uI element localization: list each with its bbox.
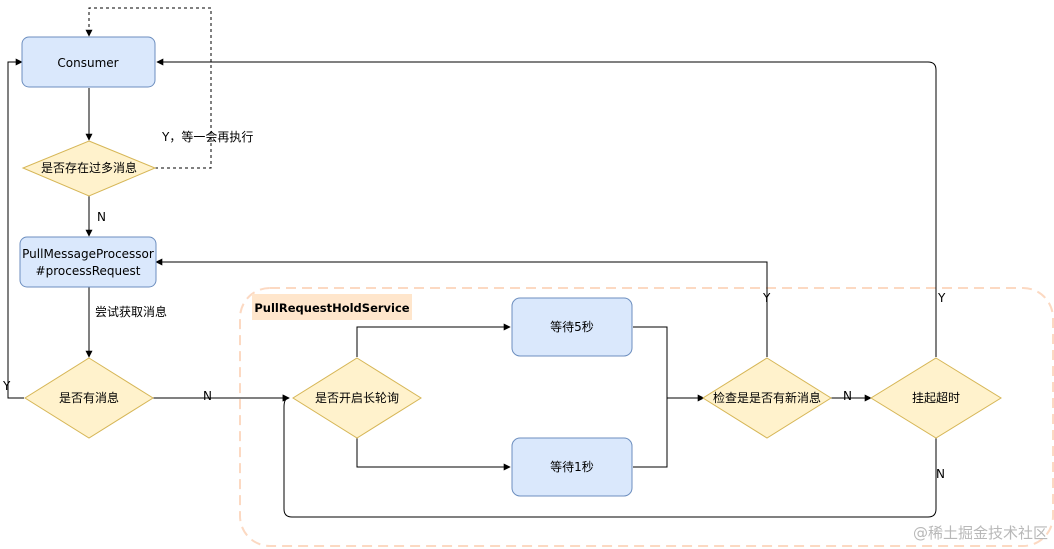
edge-wait5-to-check <box>633 326 705 402</box>
wait-5s-node <box>511 297 633 357</box>
long-polling-label: 是否开启长轮询 <box>315 391 399 405</box>
wait-5s-label: 等待5秒 <box>550 320 594 334</box>
consumer-label: Consumer <box>57 56 118 70</box>
edge-label-n-timeout: N <box>936 467 945 481</box>
edge-label-y-left: Y <box>2 379 11 393</box>
long-polling-decision <box>292 357 422 439</box>
wait-1s-label: 等待1秒 <box>550 460 594 474</box>
edge-label-n3: N <box>843 389 852 403</box>
consumer-node <box>21 36 156 88</box>
edge-polling-to-wait1 <box>356 438 511 471</box>
edge-timeout-yes <box>156 58 937 357</box>
processor-label-line2: #processRequest <box>36 264 141 278</box>
suspend-timeout-decision <box>870 357 1002 439</box>
edge-label-y-timeout: Y <box>937 291 946 305</box>
too-many-messages-decision <box>21 140 157 197</box>
edge-label-try-fetch: 尝试获取消息 <box>95 304 167 319</box>
pull-request-hold-service-region <box>239 287 1054 547</box>
edge-timeout-no <box>282 394 937 518</box>
check-new-message-label: 检查是是否有新消息 <box>713 390 821 405</box>
check-new-message-decision <box>702 357 832 439</box>
edge-polling-to-wait5 <box>356 323 511 357</box>
too-many-messages-label: 是否存在过多消息 <box>41 160 137 175</box>
edge-label-n1: N <box>97 210 106 224</box>
suspend-timeout-label: 挂起超时 <box>912 390 960 405</box>
edge-dashed-retry <box>85 7 212 169</box>
edge-wait1-to-check <box>633 398 668 468</box>
edge-label-n2: N <box>203 389 212 403</box>
edge-label-wait-retry: Y，等一会再执行 <box>161 130 253 144</box>
edge-label-y-check: Y <box>762 291 771 305</box>
watermark: @稀土掘金技术社区 <box>913 524 1048 542</box>
service-label: PullRequestHoldService <box>254 301 409 315</box>
edge-check-yes <box>155 258 768 357</box>
service-label-box <box>252 294 412 320</box>
has-message-label: 是否有消息 <box>59 390 119 405</box>
processor-label-line1: PullMessageProcessor <box>22 247 154 261</box>
wait-1s-node <box>511 437 633 497</box>
pull-message-processor-node <box>19 236 157 288</box>
edge-has-message-yes <box>7 58 24 399</box>
has-message-decision <box>24 357 154 439</box>
